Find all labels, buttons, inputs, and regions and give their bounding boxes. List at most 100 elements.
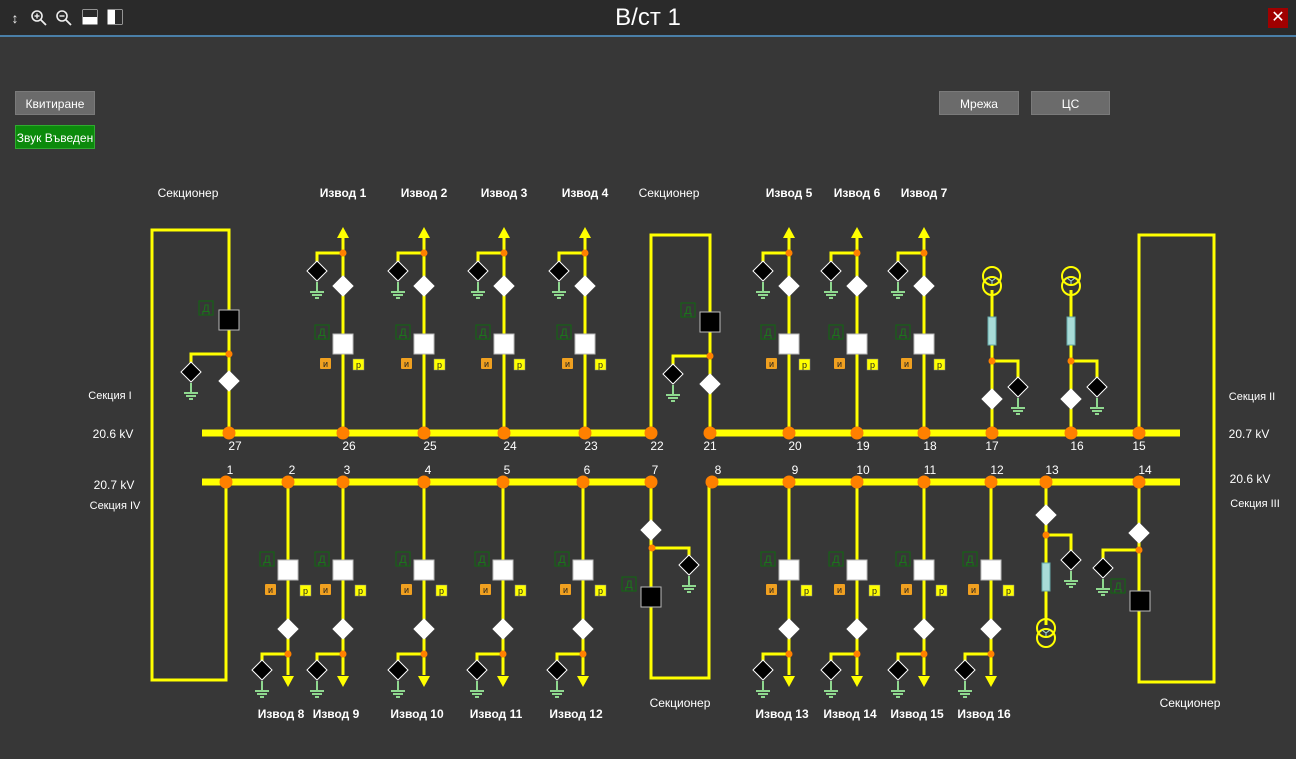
earthing-switch[interactable] xyxy=(752,260,774,282)
circuit-breaker[interactable] xyxy=(913,559,935,581)
bus-node-2[interactable] xyxy=(281,475,295,489)
circuit-breaker[interactable] xyxy=(574,333,596,355)
bus-node-7[interactable] xyxy=(644,475,658,489)
bus-node-27[interactable] xyxy=(222,426,236,440)
bus-node-11[interactable] xyxy=(917,475,931,489)
disconnector[interactable] xyxy=(980,618,1002,640)
bus-node-22[interactable] xyxy=(644,426,658,440)
circuit-breaker[interactable] xyxy=(846,559,868,581)
earthing-switch[interactable] xyxy=(887,260,909,282)
zoom-out-icon[interactable] xyxy=(55,9,73,27)
earthing-switch[interactable] xyxy=(306,659,328,681)
circuit-breaker[interactable] xyxy=(778,559,800,581)
circuit-breaker[interactable] xyxy=(493,333,515,355)
split-horizontal-icon[interactable] xyxy=(81,9,99,27)
disconnector[interactable] xyxy=(1060,388,1082,410)
disconnector[interactable] xyxy=(277,618,299,640)
disconnector[interactable] xyxy=(981,388,1003,410)
earthing-switch[interactable] xyxy=(546,659,568,681)
bus-node-10[interactable] xyxy=(850,475,864,489)
bus-node-12[interactable] xyxy=(984,475,998,489)
transformer-icon[interactable] xyxy=(1036,618,1056,648)
ack-button[interactable]: Квитиране xyxy=(15,91,95,115)
fuse-icon[interactable] xyxy=(987,316,997,346)
earthing-switch[interactable] xyxy=(251,659,273,681)
split-vertical-icon[interactable] xyxy=(106,9,124,27)
disconnector[interactable] xyxy=(846,618,868,640)
disconnector[interactable] xyxy=(574,275,596,297)
sectionalizer-breaker[interactable] xyxy=(218,309,240,331)
earthing-switch[interactable] xyxy=(954,659,976,681)
bus-node-26[interactable] xyxy=(336,426,350,440)
bus-node-6[interactable] xyxy=(576,475,590,489)
earthing-switch[interactable] xyxy=(820,260,842,282)
disconnector[interactable] xyxy=(1035,504,1057,526)
bus-node-19[interactable] xyxy=(850,426,864,440)
circuit-breaker[interactable] xyxy=(332,333,354,355)
bus-node-17[interactable] xyxy=(985,426,999,440)
disconnector[interactable] xyxy=(699,373,721,395)
disconnector[interactable] xyxy=(846,275,868,297)
disconnector[interactable] xyxy=(913,618,935,640)
bus-node-14[interactable] xyxy=(1132,475,1146,489)
bus-node-3[interactable] xyxy=(336,475,350,489)
transformer-icon[interactable] xyxy=(1061,266,1081,296)
disconnector[interactable] xyxy=(218,370,240,392)
disconnector[interactable] xyxy=(493,275,515,297)
earthing-switch[interactable] xyxy=(820,659,842,681)
earthing-switch[interactable] xyxy=(678,554,700,576)
earthing-switch[interactable] xyxy=(548,260,570,282)
bus-node-5[interactable] xyxy=(496,475,510,489)
disconnector[interactable] xyxy=(640,519,662,541)
earthing-switch[interactable] xyxy=(467,260,489,282)
bus-node-23[interactable] xyxy=(578,426,592,440)
earthing-switch[interactable] xyxy=(306,260,328,282)
bus-node-24[interactable] xyxy=(497,426,511,440)
bus-node-13[interactable] xyxy=(1039,475,1053,489)
disconnector[interactable] xyxy=(913,275,935,297)
sort-icon[interactable]: ↕ xyxy=(11,10,19,26)
bus-node-4[interactable] xyxy=(417,475,431,489)
earthing-switch[interactable] xyxy=(180,361,202,383)
disconnector[interactable] xyxy=(492,618,514,640)
circuit-breaker[interactable] xyxy=(846,333,868,355)
bus-node-25[interactable] xyxy=(417,426,431,440)
earthing-switch[interactable] xyxy=(1086,376,1108,398)
disconnector[interactable] xyxy=(572,618,594,640)
disconnector[interactable] xyxy=(332,618,354,640)
bus-node-8[interactable] xyxy=(705,475,719,489)
circuit-breaker[interactable] xyxy=(413,559,435,581)
network-button[interactable]: Мрежа xyxy=(939,91,1019,115)
circuit-breaker[interactable] xyxy=(980,559,1002,581)
disconnector[interactable] xyxy=(413,618,435,640)
fuse-icon[interactable] xyxy=(1041,562,1051,592)
sectionalizer-breaker[interactable] xyxy=(1129,590,1151,612)
circuit-breaker[interactable] xyxy=(277,559,299,581)
earthing-switch[interactable] xyxy=(387,659,409,681)
bus-node-9[interactable] xyxy=(782,475,796,489)
bus-node-21[interactable] xyxy=(703,426,717,440)
circuit-breaker[interactable] xyxy=(413,333,435,355)
transformer-icon[interactable] xyxy=(982,266,1002,296)
earthing-switch[interactable] xyxy=(387,260,409,282)
bus-node-1[interactable] xyxy=(219,475,233,489)
earthing-switch[interactable] xyxy=(1060,549,1082,571)
disconnector[interactable] xyxy=(778,275,800,297)
earthing-switch[interactable] xyxy=(1092,557,1114,579)
sectionalizer-breaker[interactable] xyxy=(699,311,721,333)
cs-button[interactable]: ЦС xyxy=(1031,91,1110,115)
bus-node-20[interactable] xyxy=(782,426,796,440)
circuit-breaker[interactable] xyxy=(913,333,935,355)
circuit-breaker[interactable] xyxy=(332,559,354,581)
disconnector[interactable] xyxy=(332,275,354,297)
sectionalizer-breaker[interactable] xyxy=(640,586,662,608)
bus-node-16[interactable] xyxy=(1064,426,1078,440)
circuit-breaker[interactable] xyxy=(778,333,800,355)
close-button[interactable]: ✕ xyxy=(1268,8,1288,28)
earthing-switch[interactable] xyxy=(662,363,684,385)
disconnector[interactable] xyxy=(413,275,435,297)
fuse-icon[interactable] xyxy=(1066,316,1076,346)
bus-node-18[interactable] xyxy=(917,426,931,440)
circuit-breaker[interactable] xyxy=(572,559,594,581)
earthing-switch[interactable] xyxy=(887,659,909,681)
